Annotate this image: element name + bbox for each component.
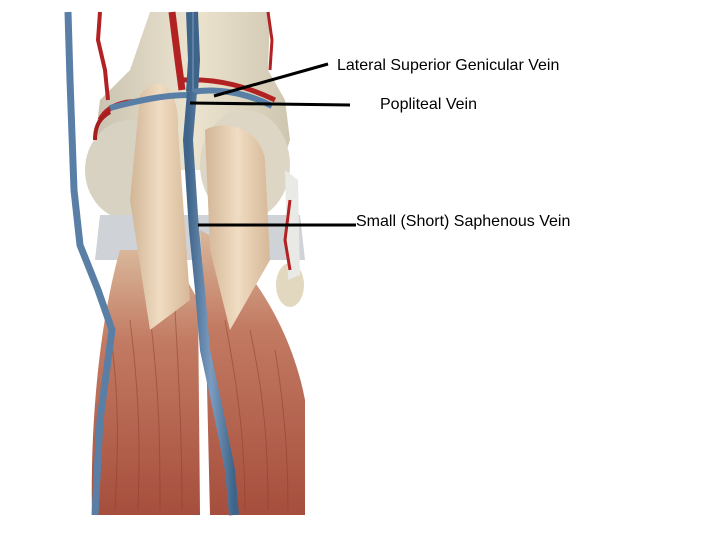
label-lateral-superior-genicular-vein: Lateral Superior Genicular Vein (337, 57, 560, 74)
gastrocnemius-medial (91, 250, 200, 515)
muscle-fibers (109, 309, 289, 511)
artery-lateral-low (283, 199, 292, 271)
label-popliteal-vein: Popliteal Vein (380, 96, 477, 113)
leader-line-lateral-superior-genicular (213, 62, 329, 98)
medial-genicular-vein-shape (109, 92, 189, 111)
medial-tendon (130, 83, 190, 330)
medial-vein (64, 11, 116, 516)
popliteal-vein-shape (186, 11, 201, 93)
popliteal-artery (168, 11, 186, 91)
label-small-saphenous-vein: Small (Short) Saphenous Vein (356, 213, 571, 230)
artery-upper-right (266, 11, 274, 71)
lateral-tendon (205, 125, 270, 330)
leader-line-popliteal (189, 101, 351, 107)
genicular-artery-left-2 (93, 110, 112, 141)
small-saphenous-vein-shape (182, 91, 239, 516)
artery-upper-left (95, 11, 110, 101)
